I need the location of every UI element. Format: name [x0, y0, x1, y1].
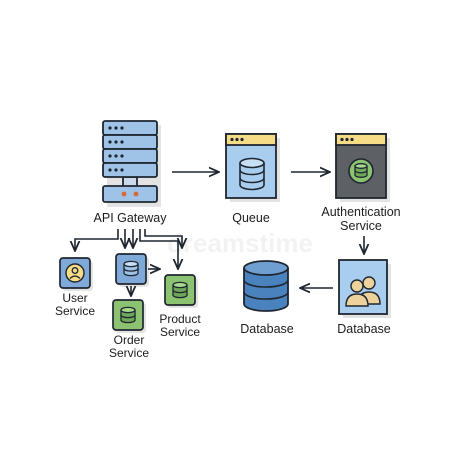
order-service-label-line2: Service	[108, 346, 149, 361]
authentication-service-icon	[335, 133, 390, 202]
authentication-service-label: Authentication Service	[311, 205, 411, 233]
arrow-gateway-to-user-service	[75, 229, 119, 251]
product-service-icon	[164, 274, 198, 308]
database-cylinder-icon	[243, 260, 289, 312]
database-cylinder-label: Database	[240, 322, 294, 336]
user-service-label: User Service	[50, 291, 100, 319]
user-service-icon	[59, 257, 93, 291]
database-people-icon	[338, 259, 391, 318]
routing-service-icon	[115, 253, 149, 287]
authentication-service-label-line1: Authentication	[321, 205, 401, 219]
product-service-label: Product Service	[152, 312, 208, 340]
product-service-label-line2: Service	[159, 325, 200, 340]
queue-window-icon	[225, 133, 280, 202]
api-gateway-server-icon	[102, 120, 161, 207]
arrow-gateway-to-product-service-2	[144, 229, 182, 248]
authentication-service-label-line2: Service	[340, 219, 382, 233]
order-service-icon	[112, 299, 146, 333]
api-gateway-label: API Gateway	[93, 211, 167, 225]
order-service-label: Order Service	[103, 333, 155, 361]
arrow-gateway-to-product-service	[139, 229, 178, 269]
queue-label: Queue	[232, 211, 270, 225]
user-service-label-line2: Service	[54, 304, 95, 319]
order-service-label-line1: Order	[113, 333, 145, 347]
user-service-label-line1: User	[62, 291, 88, 305]
database-people-label: Database	[337, 322, 391, 336]
product-service-label-line1: Product	[159, 312, 201, 326]
watermark-text: dreamstime	[167, 228, 313, 258]
